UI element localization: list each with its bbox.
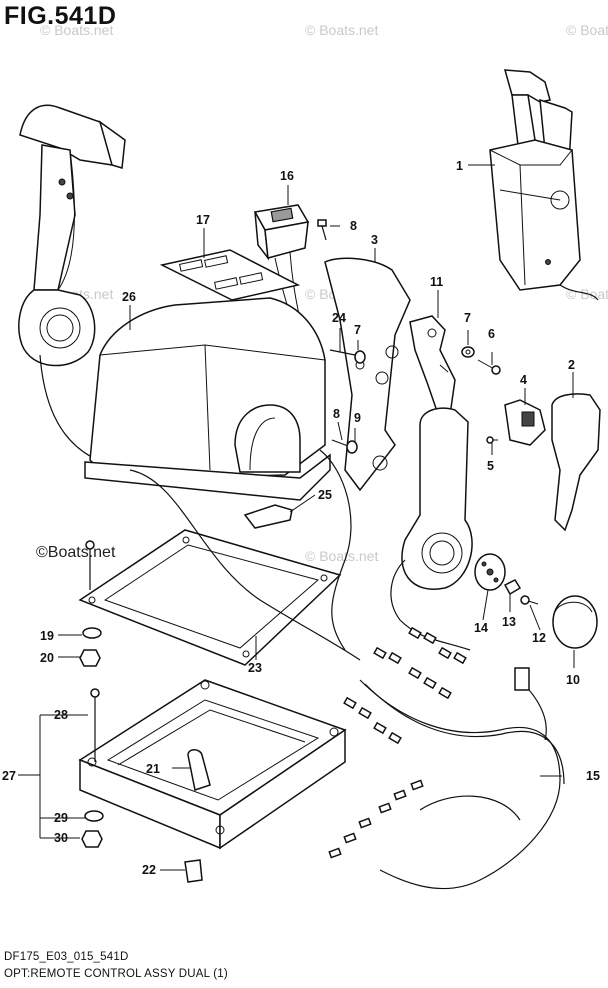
- left-control-lever: [18, 104, 131, 471]
- trim-switch: [253, 204, 310, 321]
- callout-19: 19: [40, 629, 54, 643]
- wiring-harness: [129, 449, 565, 890]
- model-code: DF175_E03_015_541D: [4, 951, 129, 963]
- callout-1: 1: [456, 159, 463, 173]
- callout-3: 3: [371, 233, 378, 247]
- watermark: © Boats.net: [305, 22, 379, 38]
- callout-2: 2: [568, 358, 575, 372]
- left-hardware: [79, 540, 104, 848]
- callout-9: 9: [354, 411, 361, 425]
- callout-15: 15: [586, 769, 600, 783]
- callout-11: 11: [430, 275, 443, 289]
- callout-24: 24: [332, 311, 346, 325]
- watermark: © Boats.net: [305, 548, 379, 564]
- callout-26: 26: [122, 290, 136, 304]
- control-handle-body: [390, 407, 473, 621]
- callout-22: 22: [142, 863, 156, 877]
- leader-lines: [18, 164, 575, 871]
- callout-20: 20: [40, 651, 54, 665]
- callout-12: 12: [532, 631, 546, 645]
- watermark: © Boats.net: [566, 22, 608, 38]
- small-hardware-parts: [461, 346, 601, 649]
- callout-8-mid: 8: [333, 407, 340, 421]
- harness-clip: [184, 859, 203, 883]
- callout-17: 17: [196, 213, 210, 227]
- base-box: [78, 679, 347, 850]
- callout-25: 25: [318, 488, 332, 502]
- callout-7-center: 7: [354, 323, 361, 337]
- right-control-box: [489, 69, 599, 301]
- watermark-dark: ©Boats.net: [36, 544, 116, 561]
- callout-29: 29: [54, 811, 68, 825]
- callout-16: 16: [280, 169, 294, 183]
- cable-clamp: [243, 504, 293, 529]
- callout-13: 13: [502, 615, 516, 629]
- watermark: © Boats.net: [40, 22, 114, 38]
- callout-23: 23: [248, 661, 262, 675]
- callout-27: 27: [2, 769, 16, 783]
- callout-5: 5: [487, 459, 494, 473]
- callout-4: 4: [520, 373, 527, 387]
- remote-bracket: [324, 257, 411, 492]
- callout-28: 28: [54, 708, 68, 722]
- switch-bracket-plate: [159, 249, 301, 301]
- callout-6: 6: [488, 327, 495, 341]
- callout-30: 30: [54, 831, 68, 845]
- figure-title: FIG.541D: [4, 2, 117, 30]
- callout-10: 10: [566, 673, 580, 687]
- callout-21: 21: [146, 762, 160, 776]
- center-screws: [317, 219, 366, 454]
- callout-14: 14: [474, 621, 488, 635]
- callout-8-top: 8: [350, 219, 357, 233]
- connector-group: [328, 626, 467, 859]
- control-arm: [409, 315, 456, 422]
- control-cover: [84, 297, 331, 501]
- figure-description: OPT:REMOTE CONTROL ASSY DUAL (1): [4, 968, 228, 980]
- callout-7-right: 7: [464, 311, 471, 325]
- callout-numbers: 1 2 3 4 5 6 7 7 8 8 9 10 11 12 13 14 15 …: [2, 159, 600, 877]
